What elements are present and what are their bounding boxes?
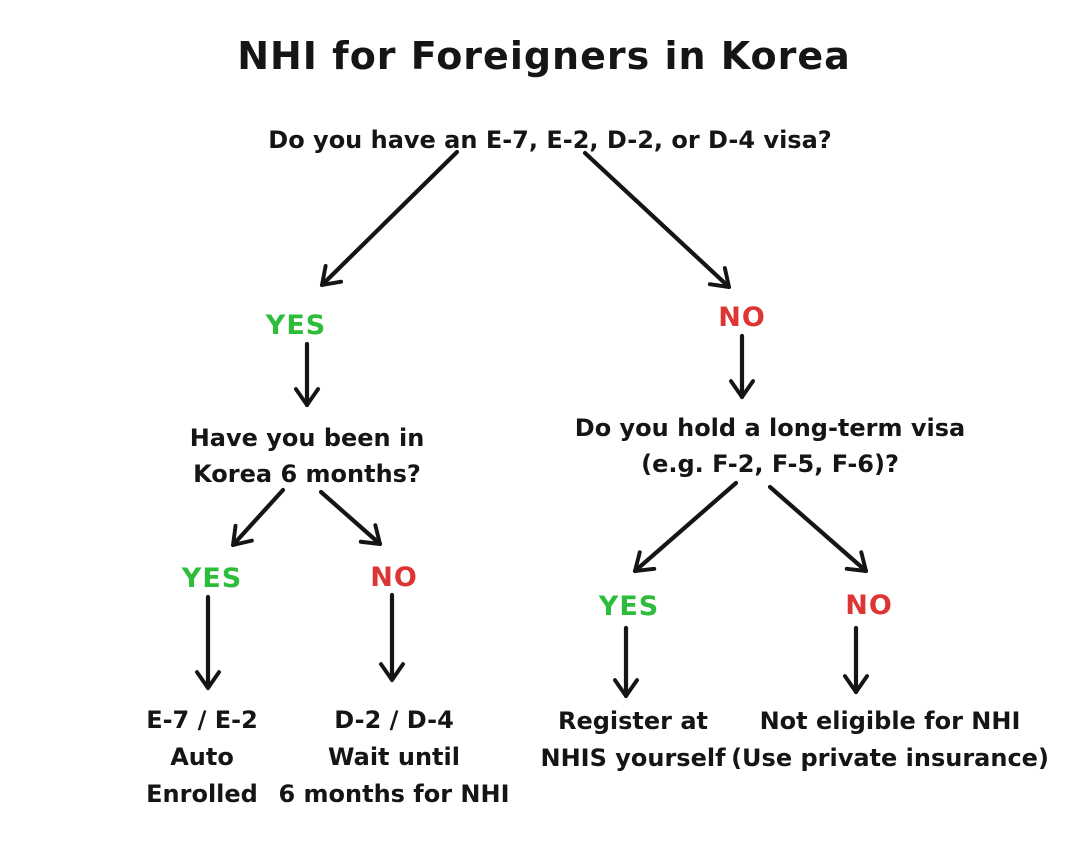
result-wait-six-months-line3: 6 months for NHI: [278, 780, 510, 808]
result-not-eligible-line2: (Use private insurance): [731, 744, 1049, 772]
arrow-q2right-to-yes: [632, 480, 739, 574]
result-register-nhis: Register at NHIS yourself: [540, 703, 725, 777]
result-auto-enrolled: E-7 / E-2 Auto Enrolled: [146, 702, 258, 813]
arrow-q2left-to-no: [318, 489, 383, 547]
page-title: NHI for Foreigners in Korea: [237, 34, 851, 78]
result-auto-enrolled-line3: Enrolled: [146, 780, 258, 808]
result-auto-enrolled-line2: Auto: [170, 743, 234, 771]
question-longterm-visa: Do you hold a long-term visa (e.g. F-2, …: [575, 410, 965, 482]
root-question: Do you have an E-7, E-2, D-2, or D-4 vis…: [268, 126, 832, 154]
result-wait-six-months: D-2 / D-4 Wait until 6 months for NHI: [278, 702, 509, 813]
arrow-root-to-yes: [319, 149, 460, 288]
result-auto-enrolled-line1: E-7 / E-2: [146, 706, 258, 734]
root-no-label: NO: [718, 302, 766, 333]
longterm-no-label: NO: [845, 590, 893, 621]
question-six-months: Have you been in Korea 6 months?: [190, 420, 425, 492]
root-yes-label: YES: [265, 310, 327, 341]
six-months-no-label: NO: [370, 562, 418, 593]
six-months-yes-label: YES: [181, 563, 243, 594]
question-longterm-visa-line1: Do you hold a long-term visa: [574, 414, 966, 442]
arrow-q2right-to-no: [767, 484, 869, 574]
longterm-yes-label: YES: [598, 591, 660, 622]
result-not-eligible-line1: Not eligible for NHI: [759, 707, 1021, 735]
arrow-q2left-to-yes: [230, 487, 286, 548]
question-six-months-line2: Korea 6 months?: [193, 460, 421, 488]
result-not-eligible: Not eligible for NHI (Use private insura…: [731, 703, 1049, 777]
arrow-root-to-no: [582, 150, 732, 290]
question-six-months-line1: Have you been in: [189, 424, 425, 452]
question-longterm-visa-line2: (e.g. F-2, F-5, F-6)?: [641, 450, 899, 478]
result-wait-six-months-line2: Wait until: [328, 743, 460, 771]
result-wait-six-months-line1: D-2 / D-4: [334, 706, 454, 734]
result-register-nhis-line1: Register at: [557, 707, 709, 735]
result-register-nhis-line2: NHIS yourself: [540, 744, 726, 772]
